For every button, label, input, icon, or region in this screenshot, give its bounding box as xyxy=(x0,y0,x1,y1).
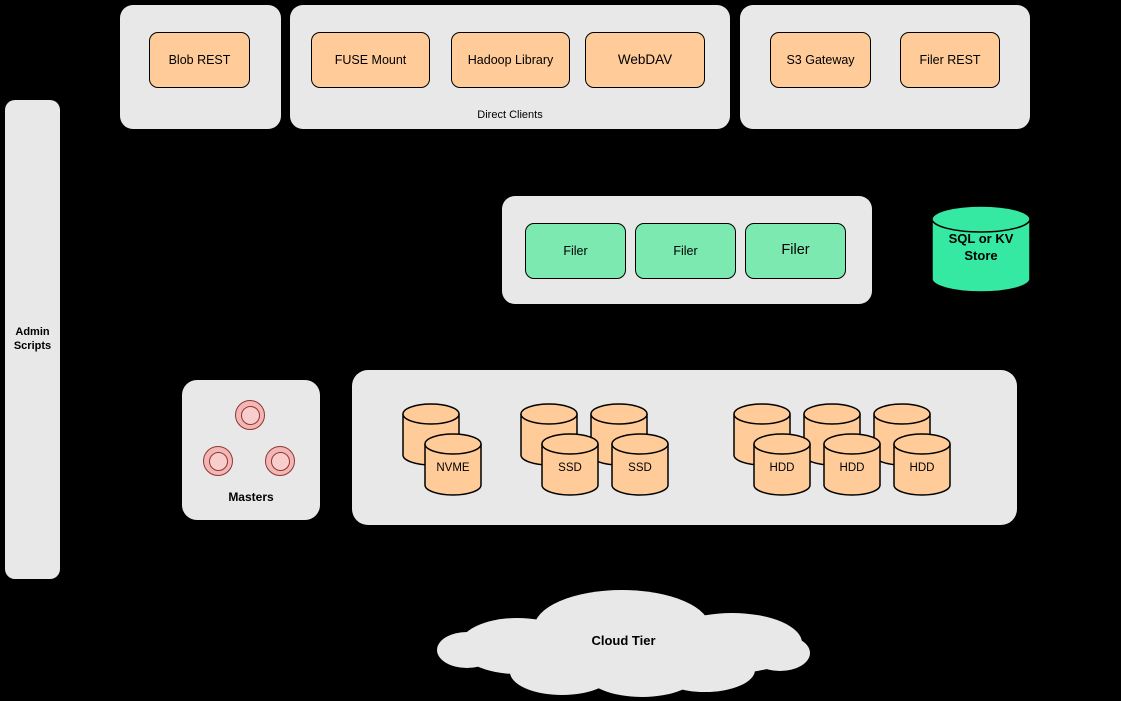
disk-cylinder-icon xyxy=(611,433,669,496)
hdd-label: HDD xyxy=(769,462,795,474)
filer-node-3: Filer xyxy=(745,223,846,279)
cloud-tier-label: Cloud Tier xyxy=(591,633,656,648)
hadoop-library-node: Hadoop Library xyxy=(451,32,570,88)
disk-cylinder-icon xyxy=(541,433,599,496)
filer-node-1: Filer xyxy=(525,223,626,279)
filer-label-1: Filer xyxy=(563,243,588,258)
filer-node-2: Filer xyxy=(635,223,736,279)
filer-label-2: Filer xyxy=(673,243,698,258)
ssd-cylinder: SSD xyxy=(541,433,599,497)
master-node-icon xyxy=(203,446,233,476)
admin-scripts-label: Admin Scripts xyxy=(13,325,52,352)
blob-rest-label: Blob REST xyxy=(168,52,231,67)
webdav-label: WebDAV xyxy=(617,51,673,67)
gateway-group: S3 Gateway Filer REST xyxy=(740,5,1030,129)
kv-store-cylinder: SQL or KV Store xyxy=(931,205,1031,295)
hdd-cylinder: HDD xyxy=(893,433,951,497)
ssd-label: SSD xyxy=(628,462,652,474)
master-node-icon xyxy=(235,400,265,430)
cloud-icon xyxy=(437,590,810,697)
database-cylinder-icon xyxy=(931,205,1031,293)
hdd-cylinder: HDD xyxy=(823,433,881,497)
blob-rest-node: Blob REST xyxy=(149,32,250,88)
disk-cylinder-icon xyxy=(424,433,482,496)
kv-store-label: SQL or KV Store xyxy=(948,231,1014,263)
webdav-node: WebDAV xyxy=(585,32,705,88)
filer-rest-label: Filer REST xyxy=(919,52,981,67)
cloud-tier-shape: Cloud Tier xyxy=(437,588,810,698)
master-node-icon xyxy=(265,446,295,476)
volume-servers-group: NVME SSD SSD xyxy=(352,370,1017,525)
direct-clients-caption: Direct Clients xyxy=(477,109,543,121)
fuse-mount-label: FUSE Mount xyxy=(334,52,407,67)
ssd-label: SSD xyxy=(558,462,582,474)
nvme-cylinder: NVME xyxy=(424,433,482,497)
masters-label: Masters xyxy=(228,490,274,504)
filer-rest-node: Filer REST xyxy=(900,32,1000,88)
masters-group: Masters xyxy=(182,380,320,520)
nvme-label: NVME xyxy=(436,462,470,474)
fuse-mount-node: FUSE Mount xyxy=(311,32,430,88)
hdd-label: HDD xyxy=(839,462,865,474)
filer-label-3: Filer xyxy=(781,242,810,259)
hdd-cylinder: HDD xyxy=(753,433,811,497)
disk-cylinder-icon xyxy=(893,433,951,496)
admin-scripts-panel: Admin Scripts xyxy=(5,100,60,579)
disk-cylinder-icon xyxy=(753,433,811,496)
hdd-label: HDD xyxy=(909,462,935,474)
filer-group: Filer Filer Filer xyxy=(502,196,872,304)
blob-rest-group: Blob REST xyxy=(120,5,281,129)
hadoop-library-label: Hadoop Library xyxy=(467,52,554,67)
disk-cylinder-icon xyxy=(823,433,881,496)
s3-gateway-node: S3 Gateway xyxy=(770,32,871,88)
direct-clients-group: FUSE Mount Hadoop Library WebDAV Direct … xyxy=(290,5,730,129)
ssd-cylinder: SSD xyxy=(611,433,669,497)
s3-gateway-label: S3 Gateway xyxy=(786,52,855,67)
